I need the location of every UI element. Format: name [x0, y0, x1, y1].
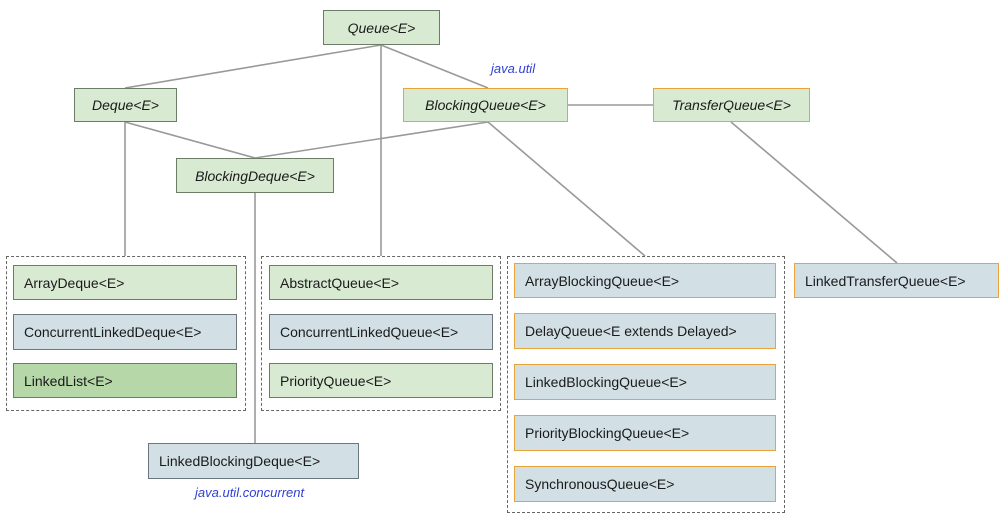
edge-transferqueue-linkedtransferqueue — [730, 121, 898, 264]
class-concurrent-linked-deque[interactable]: ConcurrentLinkedDeque<E> — [13, 314, 237, 350]
class-abstract-queue[interactable]: AbstractQueue<E> — [269, 265, 493, 300]
class-linked-transfer-queue[interactable]: LinkedTransferQueue<E> — [794, 263, 999, 298]
package-label-java-util-concurrent: java.util.concurrent — [195, 485, 305, 500]
edge-blockingqueue-blockingdeque — [254, 121, 489, 159]
edge-queue-deque — [124, 44, 382, 89]
class-priority-queue[interactable]: PriorityQueue<E> — [269, 363, 493, 398]
blocking-queue-implementations-group — [507, 256, 785, 513]
class-linked-list[interactable]: LinkedList<E> — [13, 363, 237, 398]
class-array-deque[interactable]: ArrayDeque<E> — [13, 265, 237, 300]
interface-queue[interactable]: Queue<E> — [323, 10, 440, 45]
edge-deque-blockingdeque — [124, 121, 256, 159]
class-linked-blocking-deque[interactable]: LinkedBlockingDeque<E> — [148, 443, 359, 479]
class-synchronous-queue[interactable]: SynchronousQueue<E> — [514, 466, 776, 502]
class-array-blocking-queue[interactable]: ArrayBlockingQueue<E> — [514, 263, 776, 298]
class-delay-queue[interactable]: DelayQueue<E extends Delayed> — [514, 313, 776, 349]
class-concurrent-linked-queue[interactable]: ConcurrentLinkedQueue<E> — [269, 314, 493, 350]
package-label-java-util: java.util — [491, 61, 536, 76]
edge-queue-blockingqueue — [380, 44, 489, 89]
class-priority-blocking-queue[interactable]: PriorityBlockingQueue<E> — [514, 415, 776, 451]
interface-blocking-deque[interactable]: BlockingDeque<E> — [176, 158, 334, 193]
class-linked-blocking-queue[interactable]: LinkedBlockingQueue<E> — [514, 364, 776, 400]
queue-implementations-group — [261, 256, 501, 411]
edge-blockingqueue-blocking-group — [487, 121, 646, 257]
deque-implementations-group — [6, 256, 246, 411]
interface-transfer-queue[interactable]: TransferQueue<E> — [653, 88, 810, 122]
interface-deque[interactable]: Deque<E> — [74, 88, 177, 122]
interface-blocking-queue[interactable]: BlockingQueue<E> — [403, 88, 568, 122]
